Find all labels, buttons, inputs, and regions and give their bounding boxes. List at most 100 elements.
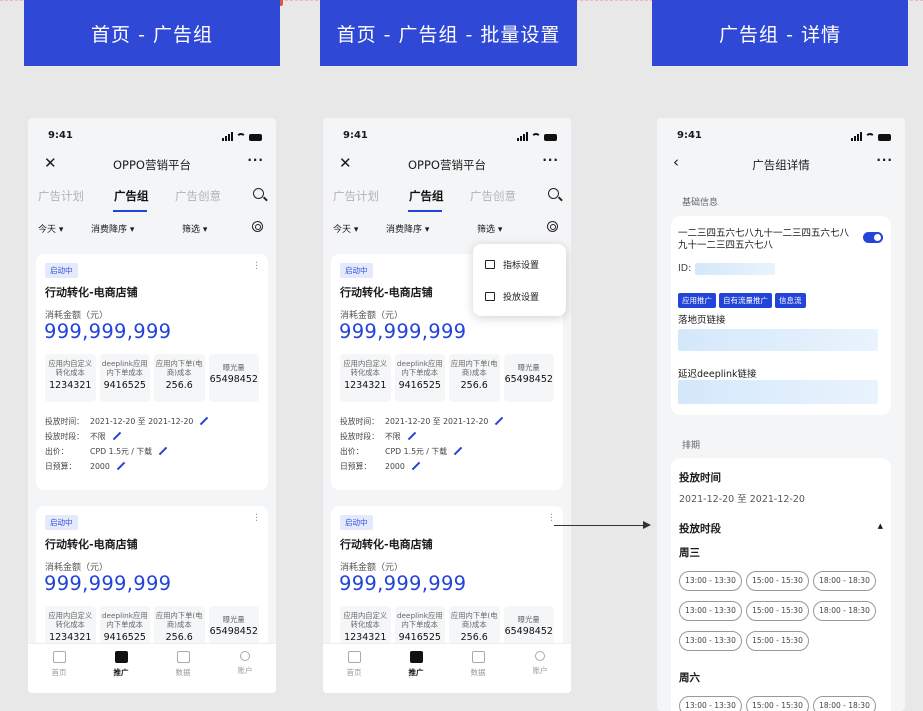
banner-batch-settings: 首页 - 广告组 - 批量设置: [320, 0, 577, 66]
adgroup-card[interactable]: 启动中 ··· 行动转化-电商店铺 消耗金额（元） 999,999,999 应用…: [331, 506, 563, 656]
time-slot-chip[interactable]: 18:00 - 18:30: [813, 696, 876, 711]
menu-item-delivery-settings[interactable]: 投放设置: [485, 290, 539, 303]
tab-ad-creative[interactable]: 广告创意: [470, 189, 516, 203]
metric-value: 1234321: [49, 380, 92, 391]
edit-icon[interactable]: [200, 416, 209, 425]
promote-icon: [409, 651, 423, 663]
time-slot-chip[interactable]: 15:00 - 15:30: [746, 571, 809, 591]
tabbar-promote[interactable]: 推广: [90, 644, 152, 693]
tabbar-data[interactable]: 数据: [447, 644, 509, 693]
menu-item-label: 指标设置: [503, 261, 540, 271]
deeplink-link-redacted[interactable]: [678, 380, 878, 404]
filter-bar: 今天 ▾ 消费降序 ▾ 筛选 ▾: [323, 221, 571, 238]
edit-icon[interactable]: [158, 446, 168, 455]
info-key: 投放时段：: [45, 432, 84, 441]
time-slot-chip[interactable]: 13:00 - 13:30: [679, 571, 742, 591]
more-icon[interactable]: ···: [542, 153, 559, 167]
tab-ad-group[interactable]: 广告组: [409, 189, 444, 203]
banner-home-adgroup: 首页 - 广告组: [24, 0, 280, 66]
info-key: 出价：: [45, 447, 69, 456]
status-toggle[interactable]: [863, 232, 883, 243]
adgroup-card[interactable]: 启动中 ··· 行动转化-电商店铺 消耗金额（元） 999,999,999 应用…: [36, 506, 268, 656]
metric-value: 65498452: [209, 626, 258, 637]
flow-arrow-line: [554, 525, 645, 526]
card-info: 投放时间：2021-12-20 至 2021-12-20 投放时段：不限 出价：…: [45, 414, 209, 474]
tab-ad-plan[interactable]: 广告计划: [333, 189, 379, 203]
filter-screen[interactable]: 筛选 ▾: [182, 225, 208, 235]
time-slot-chip[interactable]: 15:00 - 15:30: [746, 696, 809, 711]
collapse-icon[interactable]: ▲: [877, 522, 883, 530]
signal-icon: [222, 132, 233, 141]
edit-icon[interactable]: [112, 431, 121, 440]
wifi-icon: [531, 133, 541, 141]
spend-label: 消耗金额（元）: [340, 311, 404, 321]
settings-icon[interactable]: [252, 221, 263, 232]
tabbar-home[interactable]: 首页: [28, 644, 90, 693]
adgroup-name: 一二三四五六七八九十一二三四五六七八九十一二三四五六七八: [678, 228, 850, 251]
tab-ad-plan[interactable]: 广告计划: [38, 189, 84, 203]
edit-icon[interactable]: [411, 461, 421, 470]
filter-date[interactable]: 今天 ▾: [38, 225, 64, 235]
menu-item-metrics-settings[interactable]: 指标设置: [485, 258, 539, 271]
tabbar-label: 推广: [408, 668, 424, 677]
metric-label: 曝光量: [222, 363, 245, 372]
home-icon: [52, 651, 66, 663]
status-bar: 9:41: [28, 130, 276, 144]
metric-value: 256.6: [460, 380, 488, 391]
search-icon[interactable]: [548, 188, 559, 199]
filter-sort[interactable]: 消费降序 ▾: [386, 225, 430, 235]
spend-label: 消耗金额（元）: [45, 311, 109, 321]
card-more-icon[interactable]: ···: [549, 510, 553, 527]
close-icon[interactable]: ✕: [44, 154, 57, 172]
tabbar-promote[interactable]: 推广: [385, 644, 447, 693]
settings-icon[interactable]: [547, 221, 558, 232]
time-slot-chip[interactable]: 13:00 - 13:30: [679, 631, 742, 651]
adgroup-card[interactable]: 启动中 ··· 行动转化-电商店铺 消耗金额（元） 999,999,999 应用…: [36, 254, 268, 490]
more-icon[interactable]: ···: [876, 153, 893, 167]
tabbar-account[interactable]: 账户: [509, 644, 571, 693]
card-more-icon[interactable]: ···: [254, 510, 258, 527]
tabbar-label: 账户: [237, 666, 253, 675]
filter-screen[interactable]: 筛选 ▾: [477, 225, 503, 235]
info-value: 2000: [385, 462, 405, 471]
back-icon[interactable]: ‹: [673, 153, 679, 171]
spend-value: 999,999,999: [44, 572, 172, 595]
tabbar-account[interactable]: 账户: [214, 644, 276, 693]
edit-icon[interactable]: [407, 431, 416, 440]
info-key: 投放时间：: [45, 417, 84, 426]
time-slot-chip[interactable]: 18:00 - 18:30: [813, 571, 876, 591]
info-row: 投放时间：2021-12-20 至 2021-12-20: [45, 414, 209, 429]
time-slot-chip[interactable]: 15:00 - 15:30: [746, 631, 809, 651]
time-slot-chip[interactable]: 18:00 - 18:30: [813, 601, 876, 621]
close-icon[interactable]: ✕: [339, 154, 352, 172]
edit-icon[interactable]: [116, 461, 126, 470]
status-bar: 9:41: [323, 130, 571, 144]
tabbar-data[interactable]: 数据: [152, 644, 214, 693]
tab-ad-group[interactable]: 广告组: [114, 189, 149, 203]
edit-icon[interactable]: [495, 416, 504, 425]
info-value: 2000: [90, 462, 110, 471]
tab-ad-creative[interactable]: 广告创意: [175, 189, 221, 203]
filter-date[interactable]: 今天 ▾: [333, 225, 359, 235]
tabbar-home[interactable]: 首页: [323, 644, 385, 693]
status-icons: [851, 132, 891, 141]
nav-bar: ✕ OPPO营销平台 ···: [28, 153, 276, 174]
search-icon[interactable]: [253, 188, 264, 199]
metric-label: deeplink应用内下单成本: [396, 611, 443, 629]
bottom-tabbar: 首页 推广 数据 账户: [323, 643, 571, 693]
edit-icon[interactable]: [453, 446, 463, 455]
battery-icon: [544, 134, 557, 141]
landing-page-link-redacted[interactable]: [678, 329, 878, 351]
slot-list: 13:00 - 13:30 15:00 - 15:30 18:00 - 18:30: [679, 693, 883, 711]
tag: 自有流量推广: [719, 293, 772, 308]
filter-sort[interactable]: 消费降序 ▾: [91, 225, 135, 235]
card-more-icon[interactable]: ···: [254, 258, 258, 275]
time-slot-chip[interactable]: 13:00 - 13:30: [679, 696, 742, 711]
more-icon[interactable]: ···: [247, 153, 264, 167]
time-slot-chip[interactable]: 13:00 - 13:30: [679, 601, 742, 621]
time-slot-chip[interactable]: 15:00 - 15:30: [746, 601, 809, 621]
